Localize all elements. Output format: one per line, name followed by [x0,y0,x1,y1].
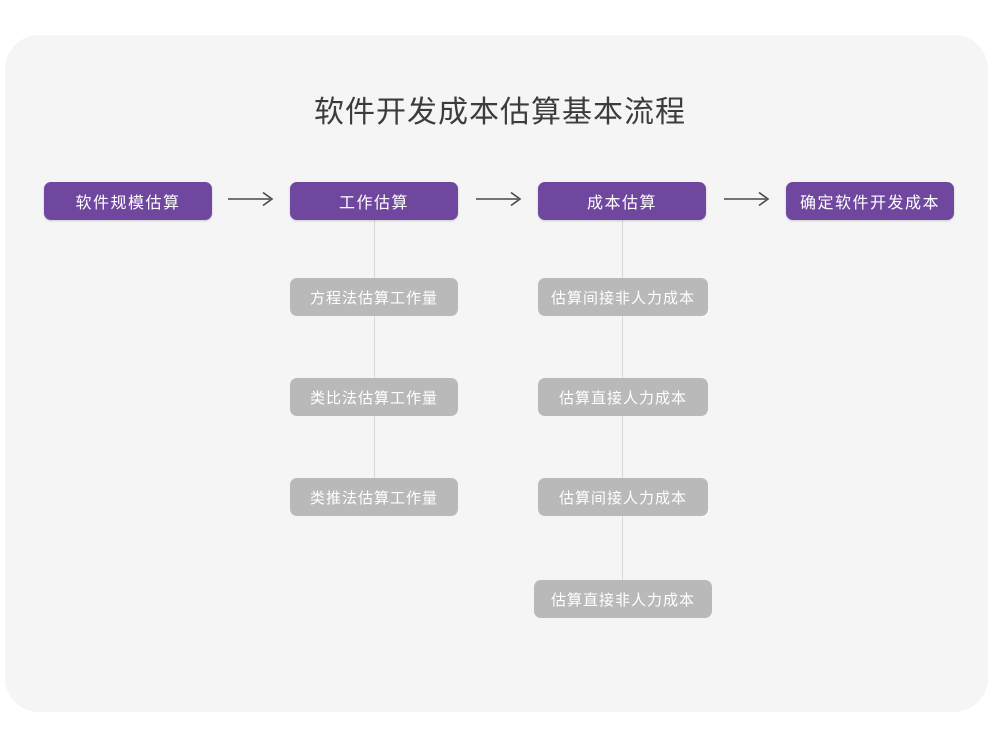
branch-node-direct-labor-cost[interactable]: 估算直接人力成本 [538,378,708,416]
branch-node-inference-method-workload[interactable]: 类推法估算工作量 [290,478,458,516]
branch-node-indirect-labor-cost[interactable]: 估算间接人力成本 [538,478,708,516]
flow-node-work-estimation[interactable]: 工作估算 [290,182,458,220]
branch-node-indirect-nonlabor-cost[interactable]: 估算间接非人力成本 [538,278,708,316]
branch-node-equation-method-workload[interactable]: 方程法估算工作量 [290,278,458,316]
arrow-2-icon [476,190,524,212]
flow-node-determine-development-cost[interactable]: 确定软件开发成本 [786,182,954,220]
connector-line-cost-branch [622,218,623,614]
flow-node-cost-estimation[interactable]: 成本估算 [538,182,706,220]
branch-node-direct-nonlabor-cost[interactable]: 估算直接非人力成本 [534,580,712,618]
arrow-3-icon [724,190,772,212]
branch-node-analogy-method-workload[interactable]: 类比法估算工作量 [290,378,458,416]
arrow-1-icon [228,190,276,212]
connector-line-work-branch [374,218,375,514]
flow-node-software-scale-estimation[interactable]: 软件规模估算 [44,182,212,220]
page-title: 软件开发成本估算基本流程 [314,96,686,129]
diagram-card [5,35,988,712]
